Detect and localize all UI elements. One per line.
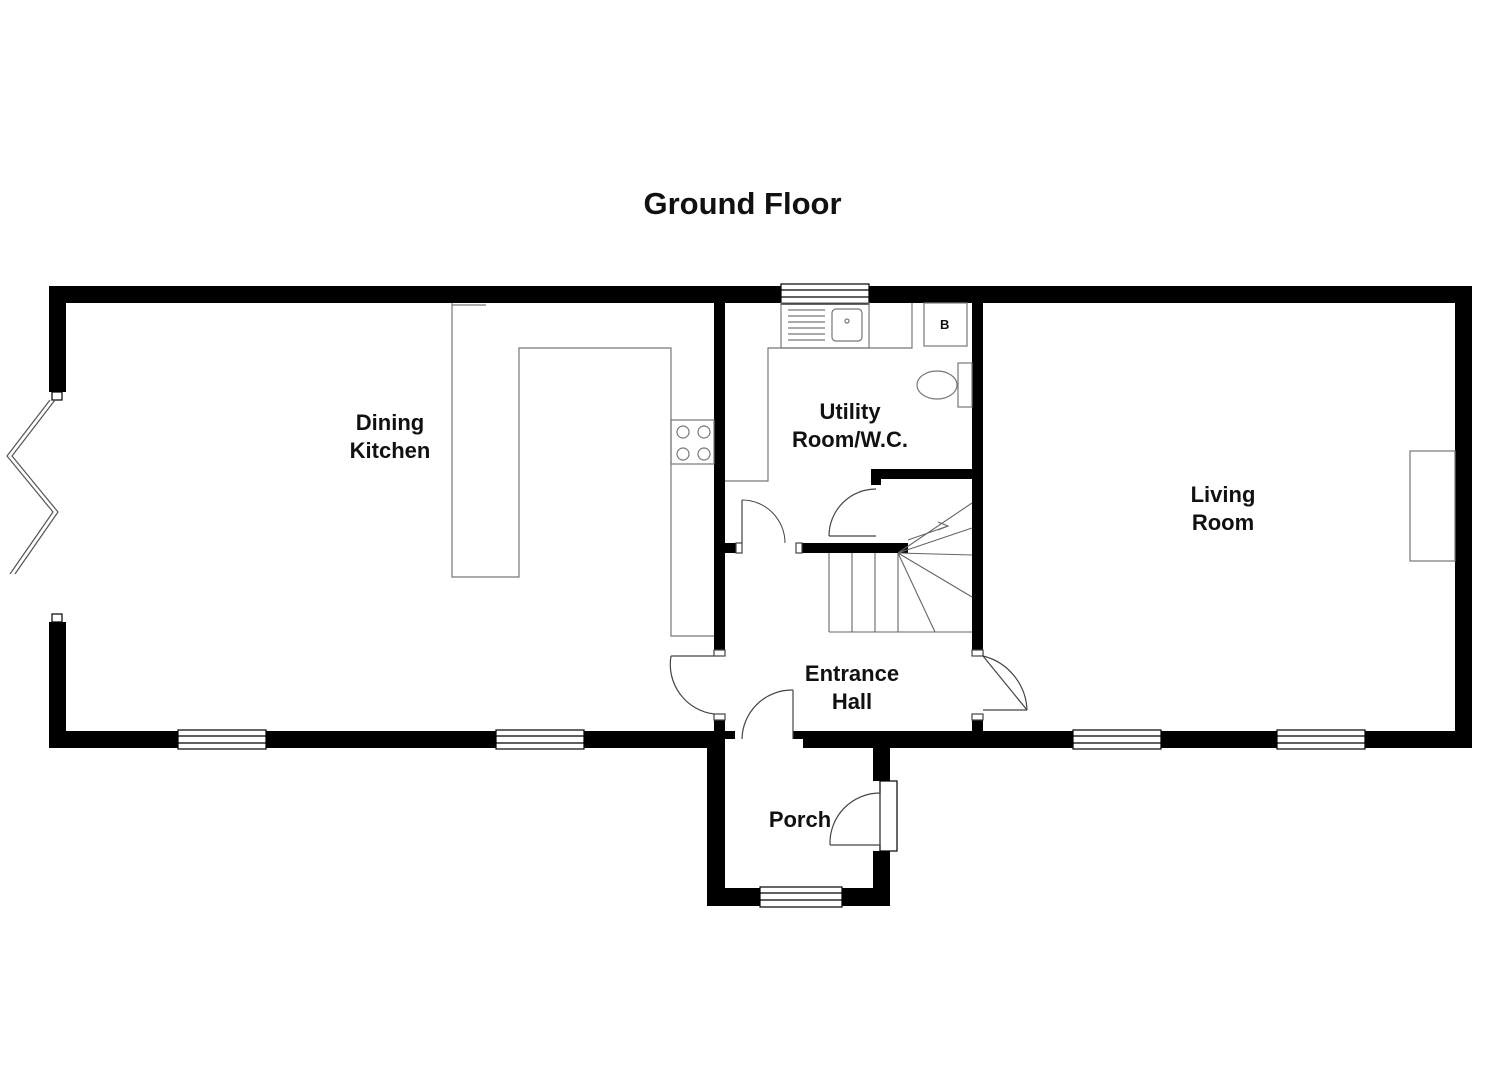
kitchen-units <box>451 303 715 637</box>
room-label-porch: Porch <box>768 807 832 832</box>
room-label-utility: Utility Room/W.C. <box>791 399 909 452</box>
utility-fittings <box>725 302 973 482</box>
staircase <box>828 502 973 633</box>
windows <box>177 283 1366 908</box>
room-label-dining-kitchen: Dining Kitchen <box>349 410 431 463</box>
floor-title: Ground Floor <box>643 186 842 221</box>
bifold-doors <box>6 391 63 623</box>
doors <box>669 488 1028 846</box>
boiler-label: B <box>940 317 950 332</box>
room-label-entrance-hall: Entrance Hall <box>804 661 900 714</box>
fireplace <box>1409 450 1456 562</box>
room-label-living: Living Room <box>1190 482 1256 535</box>
